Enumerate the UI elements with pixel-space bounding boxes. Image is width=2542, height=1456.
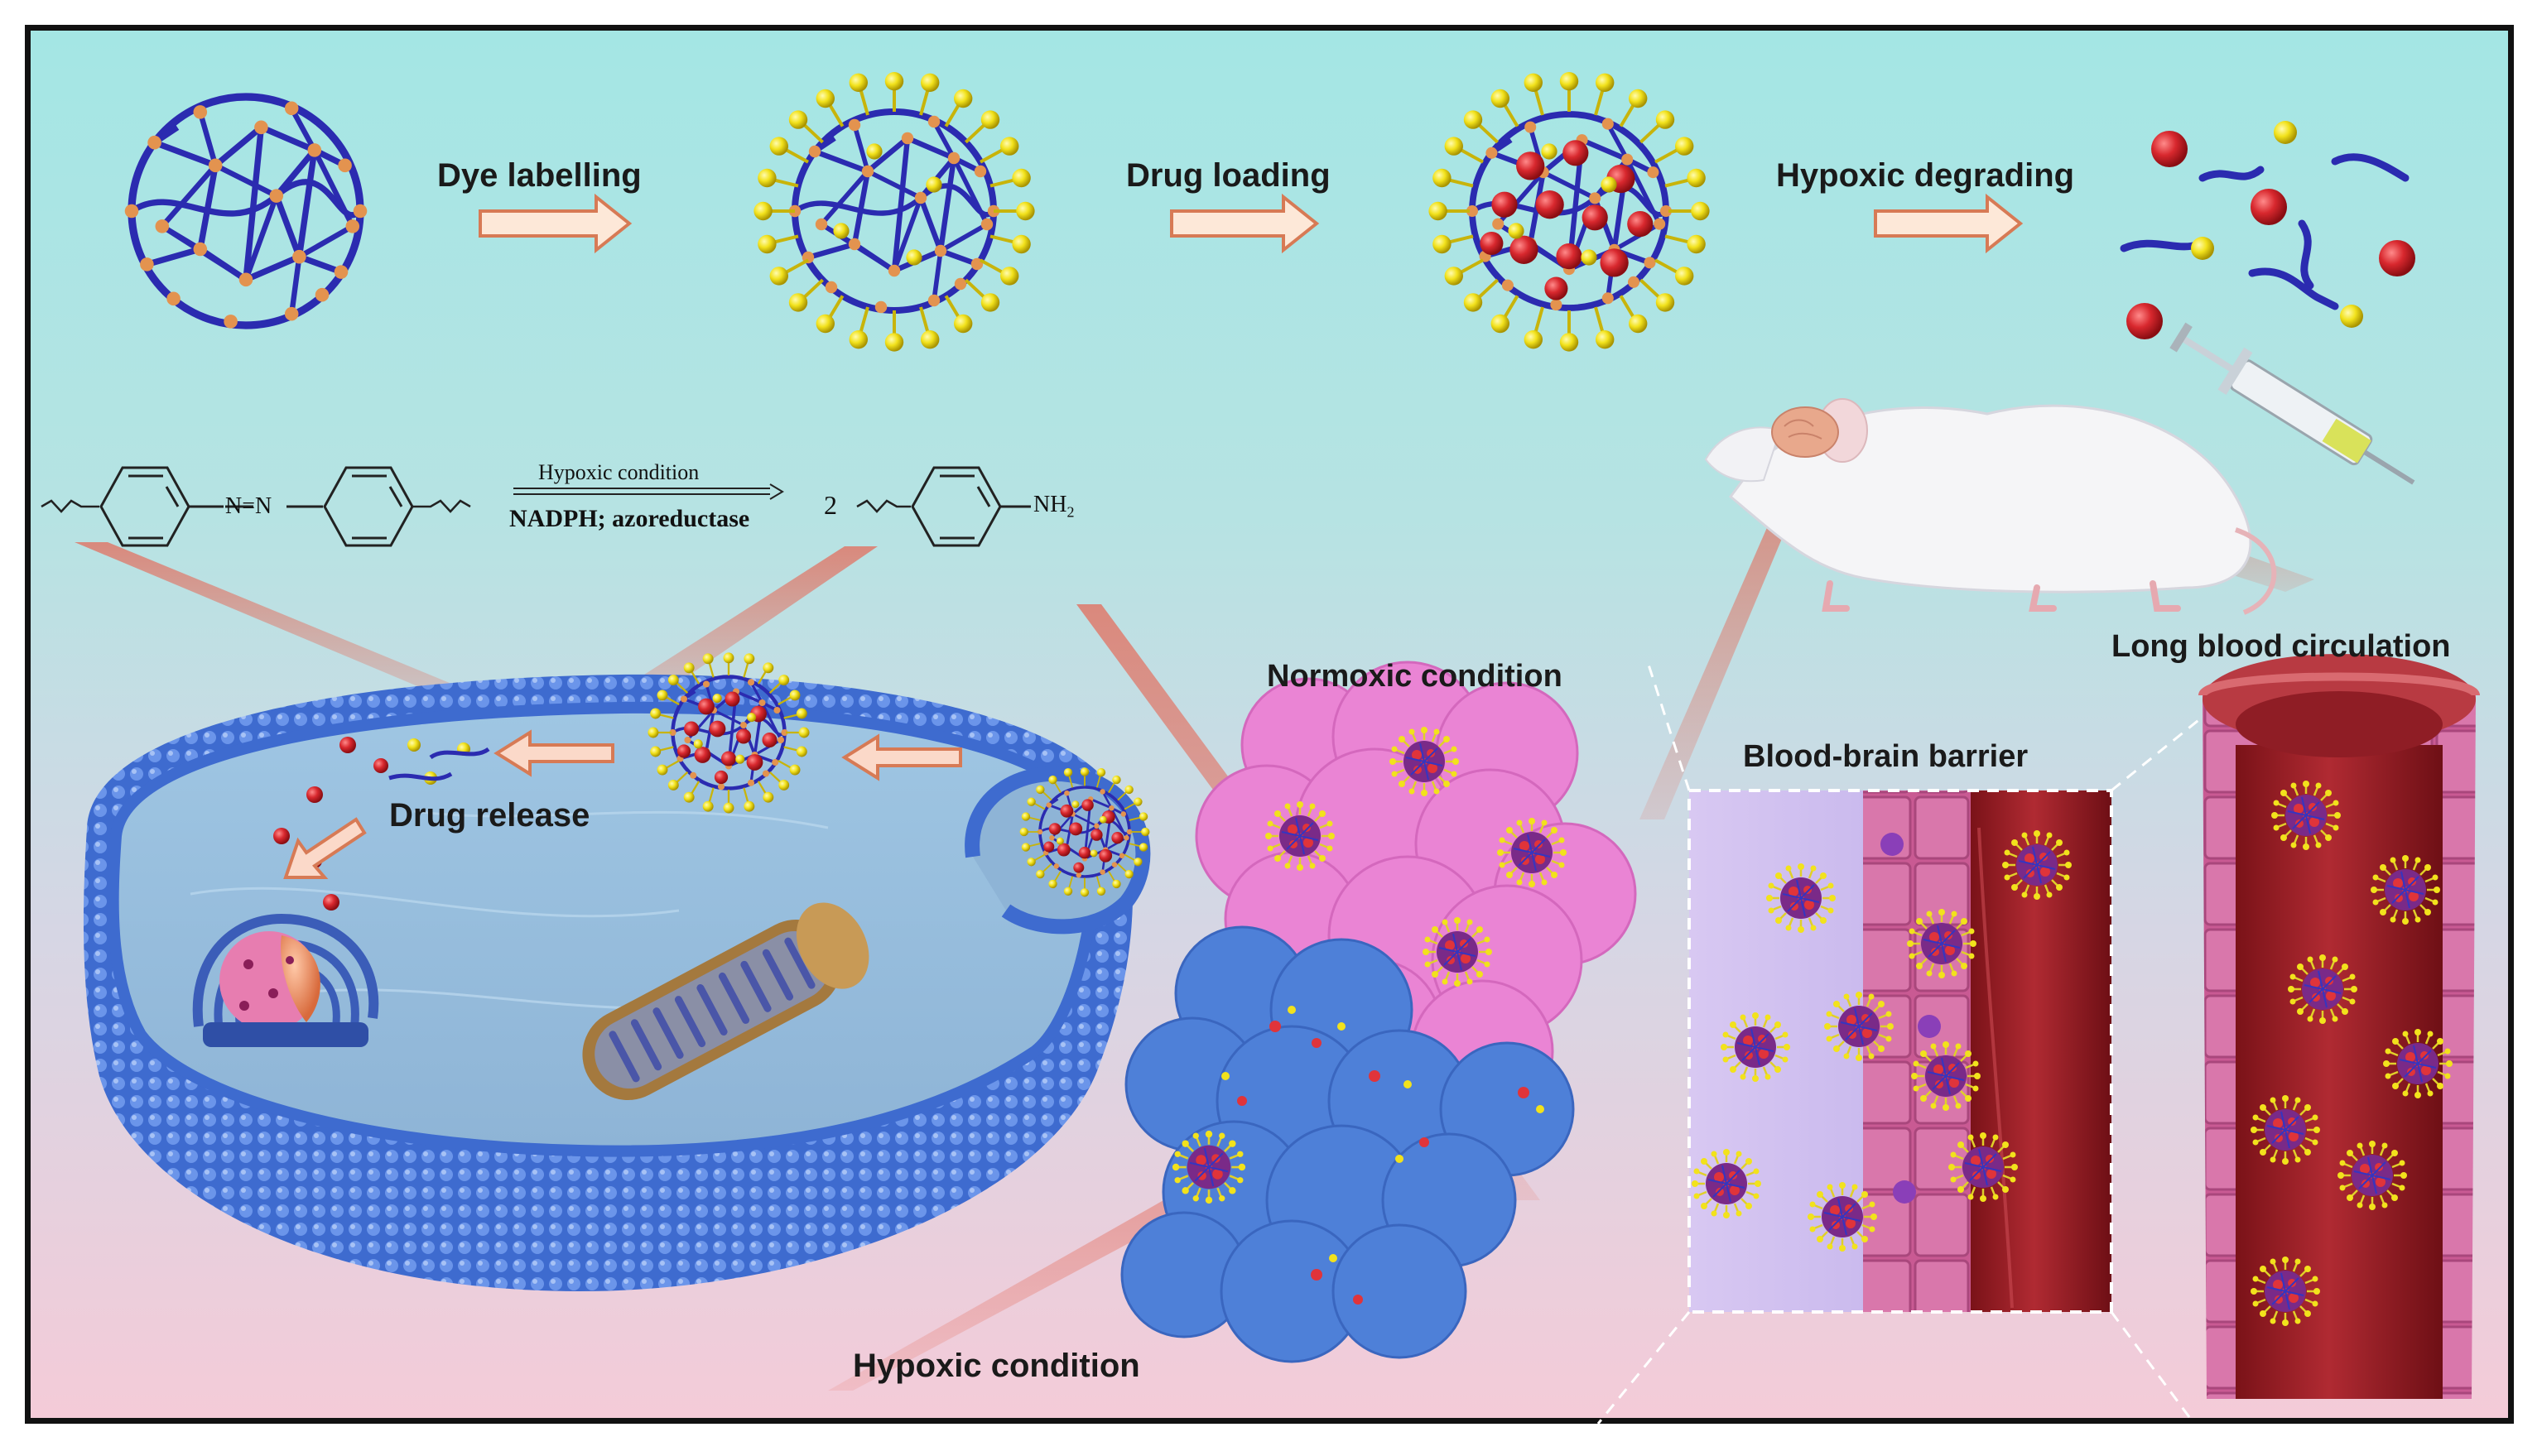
hypoxic-released-drugs xyxy=(1221,1006,1544,1305)
reaction-condition-top: Hypoxic condition xyxy=(538,460,700,484)
bare-nanoparticle xyxy=(125,97,368,329)
azo-group-label: N=N xyxy=(225,493,272,519)
reaction-coefficient: 2 xyxy=(824,490,837,520)
drug-loaded-nanoparticle xyxy=(1428,72,1709,352)
released-drugs xyxy=(273,737,490,911)
arrow-drug-loading xyxy=(1170,193,1320,254)
blood-vessel xyxy=(2198,654,2480,1399)
bbb-inset xyxy=(1687,789,2113,1314)
azo-reaction-scheme xyxy=(41,466,1031,547)
step-label-dye-labelling: Dye labelling xyxy=(437,157,642,194)
cell xyxy=(83,651,1151,1291)
step-label-hypoxic-degrading: Hypoxic degrading xyxy=(1776,157,2075,194)
amine-group-label: NH2 xyxy=(1033,493,1074,520)
mitochondrion xyxy=(582,902,869,1100)
bbb-zoom-lines xyxy=(1596,661,2220,1425)
degraded-fragments xyxy=(2120,121,2415,339)
mouse xyxy=(1704,398,2277,615)
nucleus xyxy=(192,913,379,1047)
amine-subscript: 2 xyxy=(1066,503,1075,521)
arrow-hypoxic-degrading xyxy=(1874,193,2024,254)
label-hypoxic-condition: Hypoxic condition xyxy=(853,1348,1140,1384)
label-long-blood-circulation: Long blood circulation xyxy=(2111,629,2451,664)
label-normoxic-condition: Normoxic condition xyxy=(1267,659,1562,694)
amine-group-text: NH xyxy=(1033,492,1067,517)
syringe xyxy=(2169,322,2415,485)
label-blood-brain-barrier: Blood-brain barrier xyxy=(1743,739,2029,774)
label-drug-release: Drug release xyxy=(389,797,590,834)
dye-labelled-nanoparticle xyxy=(753,72,1034,352)
arrow-dye-labelling xyxy=(479,193,633,254)
step-label-drug-loading: Drug loading xyxy=(1126,157,1331,194)
reaction-condition-bottom: NADPH; azoreductase xyxy=(509,505,750,532)
